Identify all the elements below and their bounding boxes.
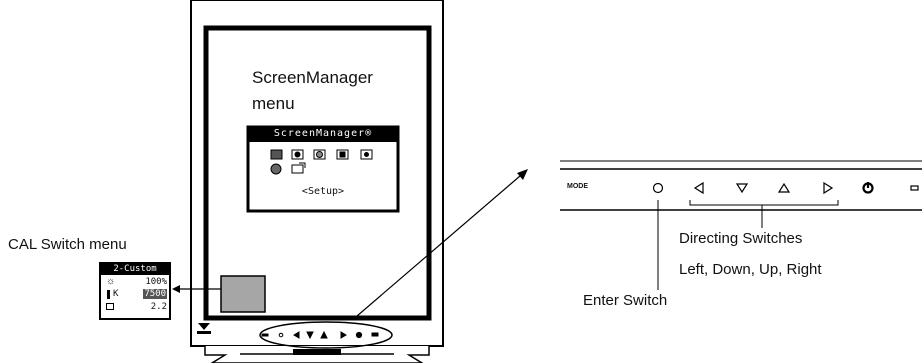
screenmanager-menu-label-line2: menu [252, 94, 295, 113]
bezel-power-button [355, 331, 363, 339]
left-triangle-icon [693, 181, 704, 195]
zoom-arrow-head [517, 169, 528, 180]
logo-icon [197, 323, 211, 334]
cal-switch-menu-label: CAL Switch menu [8, 236, 127, 253]
sm-osd-setup-label: <Setup> [301, 186, 345, 197]
led-indicator [910, 185, 919, 191]
cal-osd-row-gamma: 2.2 [105, 302, 167, 314]
bezel-led [371, 332, 379, 337]
cal-gamma-value: 2.2 [150, 302, 167, 312]
cal-temperature-value: 7500 [143, 289, 167, 299]
thermometer-icon [107, 290, 110, 299]
up-triangle-icon [777, 182, 791, 193]
mode-label: MODE [567, 183, 588, 190]
color-icon [291, 149, 304, 160]
monitor-icon [106, 303, 114, 310]
cal-temperature-unit: K [113, 289, 119, 299]
directions-label: Left, Down, Up, Right [679, 261, 822, 278]
bezel-right-button [340, 331, 347, 339]
powermanager-icon [313, 149, 326, 160]
language-icon [270, 163, 282, 175]
screen-icon [270, 149, 283, 160]
bezel-enter-button [278, 332, 284, 338]
sun-icon: ☼ [106, 276, 116, 287]
monitor-stand-pad [293, 349, 341, 355]
screenmanager-menu-label-line1: ScreenManager [252, 68, 373, 87]
directing-switches-label: Directing Switches [679, 230, 803, 247]
sm-osd-icons [270, 149, 373, 175]
others-icon [336, 149, 349, 160]
bezel-up-button [320, 330, 328, 339]
bezel-buttons [261, 330, 379, 340]
directing-bracket [689, 200, 839, 206]
information-icon [360, 149, 373, 160]
cal-brightness-value: 100% [145, 277, 167, 287]
cal-osd-row-brightness: ☼ 100% [105, 276, 167, 289]
bezel-down-button [306, 331, 314, 340]
setup-icon [291, 164, 304, 174]
cal-osd-row-temperature: K 7500 [105, 289, 167, 301]
bezel-left-button [293, 331, 300, 339]
enter-switch-label: Enter Switch [583, 292, 668, 309]
sm-osd-title: ScreenManager® [273, 128, 373, 139]
cal-osd: 2-Custom ☼ 100% K 7500 2.2 [99, 262, 171, 320]
cal-arrow-head [172, 285, 180, 293]
sm-osd-titlebar [248, 127, 398, 142]
button-highlight-ellipse [259, 321, 393, 349]
cal-area-rect [220, 275, 266, 313]
zoom-arrow-line [356, 175, 521, 317]
cal-osd-title: 2-Custom [101, 264, 169, 275]
right-triangle-icon [823, 181, 834, 195]
enter-circle-icon [652, 182, 664, 194]
power-icon [862, 182, 874, 194]
bezel-mode-button [261, 333, 269, 337]
down-triangle-icon [735, 183, 749, 194]
